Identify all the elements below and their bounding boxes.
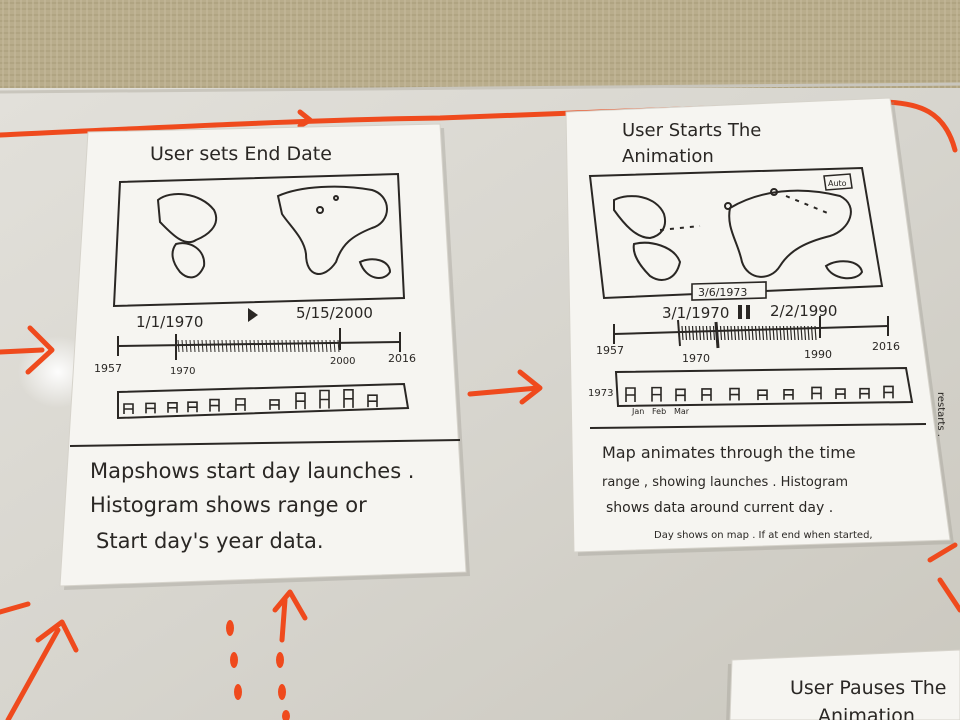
right-current-date: 3/6/1973 xyxy=(698,286,747,299)
play-icon xyxy=(248,308,258,322)
left-map-sketch xyxy=(112,172,406,308)
current-date-box: 3/6/1973 xyxy=(691,281,767,301)
card-user-sets-end-date: User sets End Date 1/1/1970 5/15/2000 19… xyxy=(59,123,470,590)
left-card-paper xyxy=(59,123,467,587)
left-tick-1957: 1957 xyxy=(94,362,122,375)
card-user-starts-animation: User Starts The Animation Auto 3/6/1973 … xyxy=(565,97,954,556)
left-histogram xyxy=(117,382,410,420)
right-tick-1957: 1957 xyxy=(596,344,624,357)
right-tick-1970: 1970 xyxy=(682,352,710,365)
right-map-sketch xyxy=(588,166,884,300)
right-end-date: 2/2/1990 xyxy=(770,302,837,320)
histogram-bar xyxy=(145,402,156,414)
left-start-date: 1/1/1970 xyxy=(136,313,203,331)
histogram-bar xyxy=(367,394,378,408)
right-month-jan: Jan xyxy=(631,407,644,416)
dashed-arrow xyxy=(226,620,290,720)
histogram-bar xyxy=(859,387,870,399)
right-histogram xyxy=(614,366,914,408)
left-note-line-1: Mapshows start day launches . xyxy=(90,459,415,483)
histogram-bar xyxy=(757,389,768,401)
right-tick-1990: 1990 xyxy=(804,348,832,361)
histogram-bar xyxy=(883,385,894,399)
bottom-card-title-line-2: Animation xyxy=(818,705,915,720)
histogram-bar xyxy=(651,386,662,402)
histogram-bar xyxy=(235,398,246,411)
histogram-bar xyxy=(783,388,794,400)
left-note-line-3: Start day's year data. xyxy=(96,529,324,553)
histogram-bar xyxy=(675,388,686,402)
histogram-bar xyxy=(295,392,306,410)
right-note-line-3: shows data around current day . xyxy=(606,500,833,516)
right-map-badge: Auto xyxy=(828,179,847,188)
histogram-bar xyxy=(187,401,198,413)
left-card-title: User sets End Date xyxy=(150,143,332,165)
right-tick-2016: 2016 xyxy=(872,340,900,353)
histogram-bar xyxy=(811,386,822,400)
right-timeline xyxy=(613,316,889,349)
pause-icon xyxy=(738,305,750,319)
histogram-bar xyxy=(343,389,354,408)
right-month-feb: Feb xyxy=(652,407,666,416)
histogram-bar xyxy=(625,387,636,402)
right-card-title-line-1: User Starts The xyxy=(622,120,761,141)
right-note-line-2: range , showing launches . Histogram xyxy=(602,475,848,490)
left-tick-2016: 2016 xyxy=(388,352,416,365)
left-tick-2000: 2000 xyxy=(330,356,355,367)
histogram-bar xyxy=(167,401,178,413)
histogram-bar xyxy=(209,398,220,412)
right-side-note: restarts . xyxy=(935,392,946,437)
card-user-pauses-animation: User Pauses The Animation xyxy=(726,649,960,720)
right-histogram-year: 1973 xyxy=(588,388,613,399)
left-timeline xyxy=(117,328,401,360)
histogram-bar xyxy=(269,399,280,410)
wall-background xyxy=(0,0,960,100)
histogram-bar xyxy=(701,388,712,401)
histogram-bar xyxy=(319,389,330,409)
left-end-date: 5/15/2000 xyxy=(296,304,373,322)
left-note-line-2: Histogram shows range or xyxy=(90,493,367,517)
right-month-mar: Mar xyxy=(674,407,690,416)
histogram-bar xyxy=(123,403,134,414)
histogram-bar xyxy=(729,387,740,401)
left-tick-1970: 1970 xyxy=(170,366,195,377)
right-note-line-4: Day shows on map . If at end when starte… xyxy=(654,530,873,541)
right-note-line-1: Map animates through the time xyxy=(602,443,856,462)
bottom-card-paper xyxy=(729,649,960,720)
right-start-date: 3/1/1970 xyxy=(662,304,729,322)
right-card-title-line-2: Animation xyxy=(622,146,714,167)
bottom-card-title-line-1: User Pauses The xyxy=(790,677,947,699)
histogram-bar xyxy=(835,388,846,400)
